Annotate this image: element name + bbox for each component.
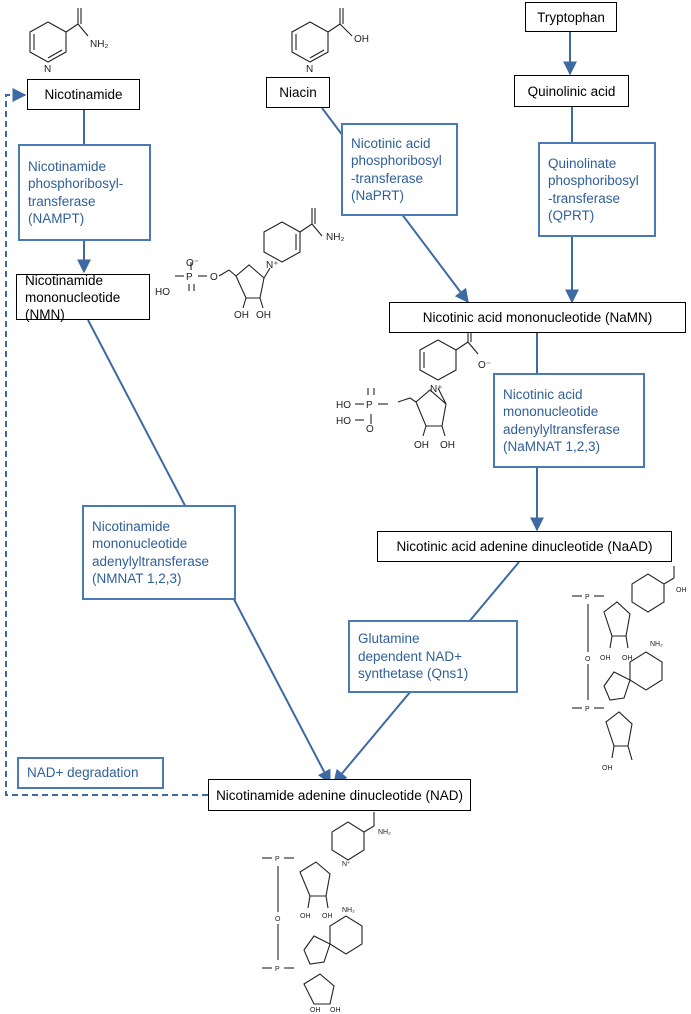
node-tryptophan: Tryptophan bbox=[525, 2, 617, 32]
nad-oh2-label: OH bbox=[322, 913, 333, 920]
enzyme-qns1: Glutamine dependent NAD+ synthetase (Qns… bbox=[348, 620, 518, 693]
enzyme-qprt: Quinolinate phosphoribosyl -transferase … bbox=[538, 142, 656, 237]
nmn-o-label: O bbox=[210, 272, 218, 283]
nad-oh3-label: OH bbox=[310, 1007, 321, 1014]
namn-p-label: P bbox=[366, 400, 373, 411]
nmn-ominus-label: O⁻ bbox=[186, 258, 199, 269]
niacin-n-label: N bbox=[306, 64, 313, 75]
naad-structure bbox=[572, 566, 675, 761]
namn-oh2-label: OH bbox=[440, 440, 455, 451]
niacin-oh-label: OH bbox=[354, 34, 369, 45]
node-nad: Nicotinamide adenine dinucleotide (NAD) bbox=[208, 779, 471, 811]
nicotinamide-structure bbox=[29, 8, 89, 63]
nmn-nplus-label: N⁺ bbox=[266, 260, 279, 271]
naad-oh1-label: OH bbox=[600, 655, 611, 662]
nad-amine-top-label: NH₂ bbox=[378, 829, 391, 836]
node-naad: Nicotinic acid adenine dinucleotide (NaA… bbox=[377, 531, 672, 562]
naad-o-bridge-label: O bbox=[585, 656, 591, 663]
naad-p2-label: P bbox=[585, 706, 590, 713]
enzyme-nmnat: Nicotinamide mononucleotide adenylyltran… bbox=[82, 505, 236, 600]
naad-amine-label: NH₂ bbox=[650, 641, 663, 648]
namn-oh1-label: OH bbox=[414, 440, 429, 451]
node-namn: Nicotinic acid mononucleotide (NaMN) bbox=[389, 302, 686, 333]
nad-oh1-label: OH bbox=[300, 913, 311, 920]
nmn-amine-label: NH₂ bbox=[326, 232, 344, 243]
naad-p1-label: P bbox=[585, 594, 590, 601]
naad-oh3-label: OH bbox=[602, 765, 613, 772]
enzyme-nampt: Nicotinamide phosphoribosyl- transferase… bbox=[18, 144, 151, 241]
naad-oh-label: OH bbox=[676, 587, 687, 594]
namn-ho2-label: HO bbox=[336, 416, 351, 427]
namn-ho1-label: HO bbox=[336, 400, 351, 411]
nad-amine-label: NH₂ bbox=[342, 907, 355, 914]
nad-p2-label: P bbox=[275, 966, 280, 973]
node-nicotinamide: Nicotinamide bbox=[27, 79, 140, 110]
nad-o-bridge-label: O bbox=[275, 916, 281, 923]
nmn-structure bbox=[175, 208, 323, 309]
enzyme-namnat: Nicotinic acid mononucleotide adenylyltr… bbox=[493, 373, 645, 468]
enzyme-naprt: Nicotinic acid phosphoribosyl -transfera… bbox=[341, 123, 458, 216]
nicotinamide-n-label: N bbox=[44, 64, 51, 75]
namn-nplus-label: N⁺ bbox=[430, 384, 443, 395]
node-niacin: Niacin bbox=[266, 77, 330, 108]
node-nmn: Nicotinamide mononucleotide (NMN) bbox=[16, 273, 150, 322]
nad-structure bbox=[262, 812, 375, 1005]
nmn-oh1-label: OH bbox=[234, 310, 249, 321]
naad-oh2-label: OH bbox=[622, 655, 633, 662]
nmn-ho-label: HO bbox=[155, 287, 170, 298]
namn-structure bbox=[355, 328, 479, 437]
nad-nplus-label: N⁺ bbox=[342, 861, 351, 868]
nmn-oh2-label: OH bbox=[256, 310, 271, 321]
nicotinamide-amide-label: NH₂ bbox=[90, 39, 108, 50]
nad-oh4-label: OH bbox=[330, 1007, 341, 1014]
arrow-nad-degradation-recycle bbox=[5, 88, 208, 796]
nmn-p-label: P bbox=[186, 272, 193, 283]
nad-p1-label: P bbox=[275, 856, 280, 863]
node-quinolinic-acid: Quinolinic acid bbox=[514, 75, 629, 107]
namn-ominus-label: O⁻ bbox=[478, 360, 491, 371]
namn-o-label: O bbox=[366, 424, 374, 435]
niacin-structure bbox=[291, 8, 353, 63]
enzyme-nad-degradation: NAD+ degradation bbox=[17, 757, 164, 789]
